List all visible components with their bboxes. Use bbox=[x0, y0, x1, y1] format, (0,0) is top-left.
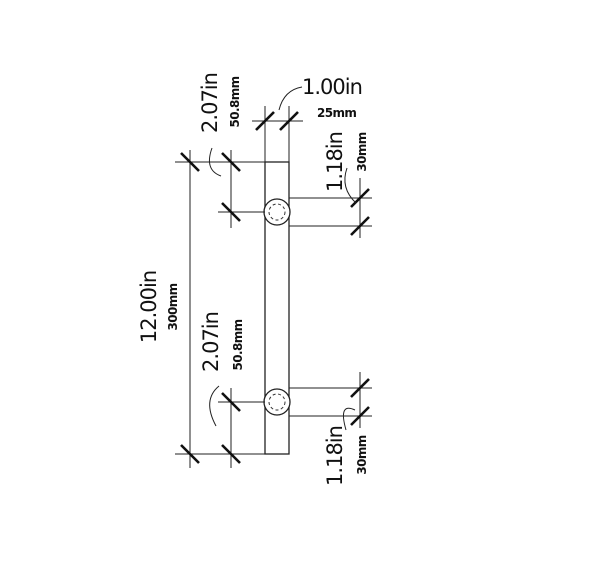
overall-length-dimension: 12.00in 300mm bbox=[137, 150, 265, 468]
bottom-post-inner bbox=[268, 393, 286, 411]
top-offset-metric: 50.8mm bbox=[228, 76, 242, 127]
bottom-post bbox=[263, 388, 291, 416]
overall-length-label: 12.00in bbox=[137, 271, 161, 343]
tick-overall-top bbox=[180, 152, 200, 172]
handle-bar bbox=[263, 161, 291, 455]
bottom-offset-metric: 50.8mm bbox=[231, 319, 245, 370]
top-post bbox=[263, 198, 291, 226]
tick-bottom-post-a bbox=[350, 378, 370, 398]
top-post-inner bbox=[268, 203, 286, 221]
tick-width-left bbox=[255, 111, 275, 131]
tick-width-right bbox=[279, 111, 299, 131]
tick-bottom-post-b bbox=[350, 406, 370, 426]
top-post-height-dimension: 1.18in 30mm bbox=[289, 132, 372, 238]
bar-width-metric: 25mm bbox=[317, 106, 356, 120]
top-post-height-label: 1.18in bbox=[323, 132, 347, 192]
leader-bottom-offset bbox=[209, 385, 220, 427]
leader-top-post bbox=[344, 167, 357, 204]
top-post-outer bbox=[263, 198, 291, 226]
bottom-offset-label: 2.07in bbox=[199, 312, 223, 372]
leader-width bbox=[278, 86, 303, 111]
top-post-height-metric: 30mm bbox=[355, 132, 369, 171]
bar-width-label: 1.00in bbox=[302, 75, 362, 99]
tick-bottom-offset-a bbox=[221, 392, 241, 412]
overall-length-metric: 300mm bbox=[166, 283, 180, 330]
tick-top-post-a bbox=[350, 188, 370, 208]
top-offset-label: 2.07in bbox=[198, 73, 222, 133]
bar-width-dimension: 1.00in 25mm bbox=[252, 75, 363, 162]
leader-bottom-post bbox=[343, 407, 356, 431]
top-offset-dimension: 2.07in 50.8mm bbox=[198, 73, 265, 228]
bottom-post-height-label: 1.18in bbox=[323, 426, 347, 486]
tick-overall-bottom bbox=[180, 444, 200, 464]
tick-top-post-b bbox=[350, 216, 370, 236]
tick-bottom-offset-b bbox=[221, 444, 241, 464]
tick-top-offset-a bbox=[221, 152, 241, 172]
bottom-post-outer bbox=[263, 388, 291, 416]
bottom-offset-dimension: 2.07in 50.8mm bbox=[199, 312, 265, 468]
tick-top-offset-b bbox=[221, 202, 241, 222]
bottom-post-height-metric: 30mm bbox=[355, 435, 369, 474]
leader-top-offset bbox=[209, 147, 222, 177]
bottom-post-height-dimension: 1.18in 30mm bbox=[289, 372, 372, 486]
